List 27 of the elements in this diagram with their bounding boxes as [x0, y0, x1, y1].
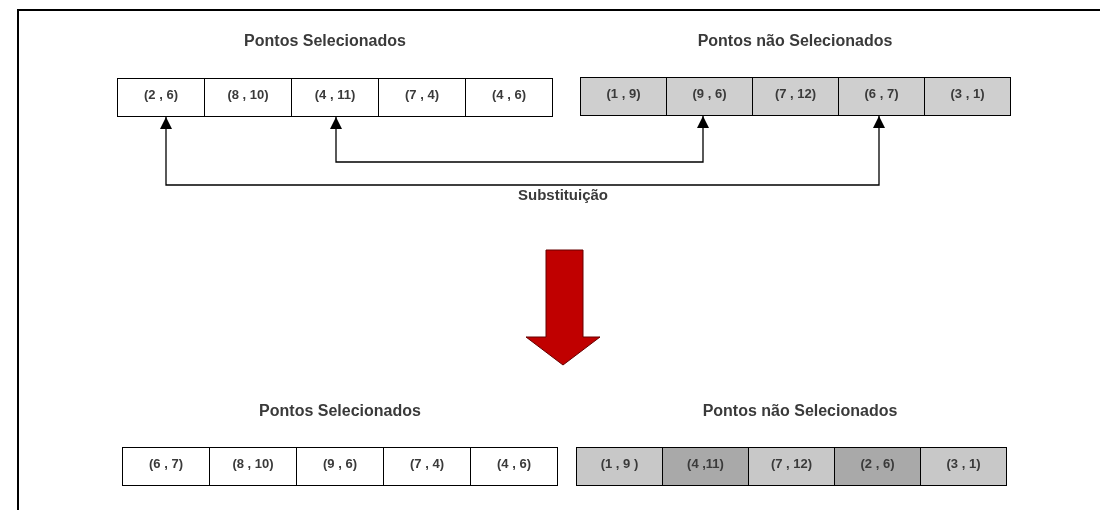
point-cell: (6 , 7)	[122, 447, 210, 486]
group-title: Pontos não Selecionados	[697, 32, 893, 50]
point-cell: (7 , 4)	[383, 447, 471, 486]
point-cell: (4 , 6)	[470, 447, 558, 486]
edge-label: Substituição	[516, 186, 610, 203]
point-cell: (7 , 12)	[748, 447, 835, 486]
point-cell: (2 , 6)	[834, 447, 921, 486]
point-cell: (3 , 1)	[924, 77, 1011, 116]
group-title: Pontos Selecionados	[244, 32, 406, 50]
point-cell: (2 , 6)	[117, 78, 205, 117]
arrow-connector	[160, 115, 885, 186]
point-cell: (8 , 10)	[209, 447, 297, 486]
point-cell: (9 , 6)	[666, 77, 753, 116]
group-title: Pontos não Selecionados	[702, 402, 898, 420]
point-cell: (4 ,11)	[662, 447, 749, 486]
point-cell: (6 , 7)	[838, 77, 925, 116]
point-cell: (7 , 12)	[752, 77, 839, 116]
point-cell: (3 , 1)	[920, 447, 1007, 486]
point-cell: (1 , 9)	[580, 77, 667, 116]
group-title: Pontos Selecionados	[259, 402, 421, 420]
arrow-connector	[330, 115, 709, 163]
point-cell: (4 , 11)	[291, 78, 379, 117]
point-cell: (9 , 6)	[296, 447, 384, 486]
point-cell: (8 , 10)	[204, 78, 292, 117]
point-cell: (7 , 4)	[378, 78, 466, 117]
point-cell: (4 , 6)	[465, 78, 553, 117]
point-cell: (1 , 9 )	[576, 447, 663, 486]
